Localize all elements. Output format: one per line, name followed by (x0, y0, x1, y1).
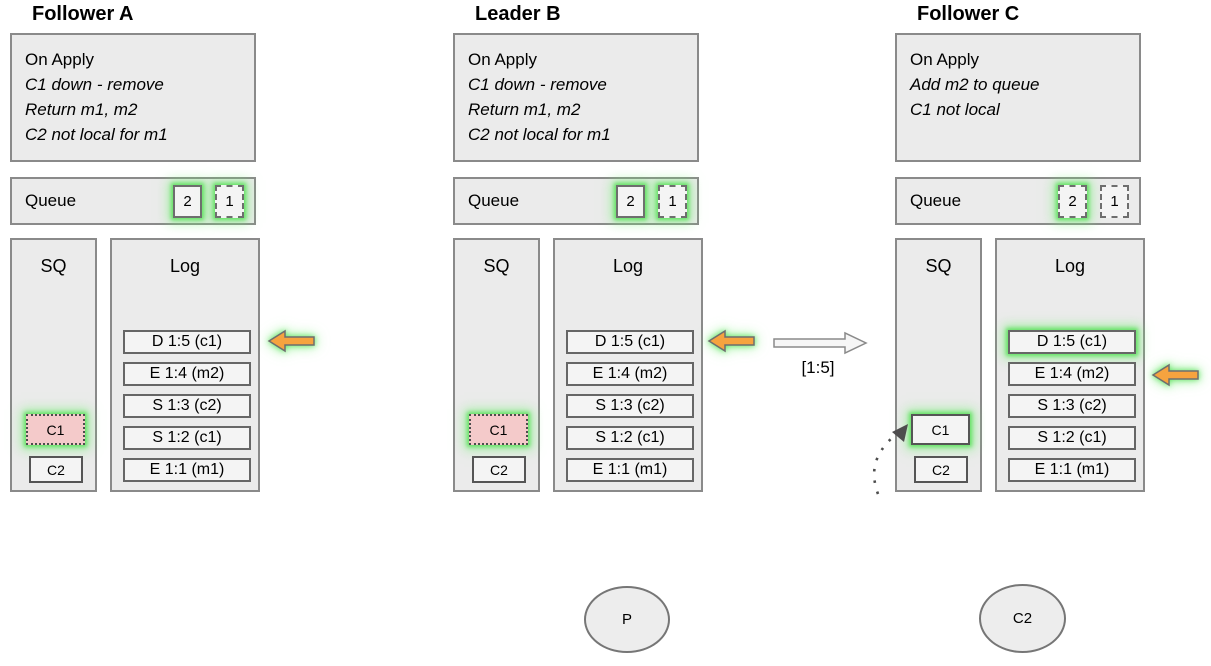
column-leader-b: Leader B On Apply C1 down - remove Retur… (453, 0, 703, 492)
apply-position-arrow-icon (267, 329, 315, 353)
queue-items: 2 1 (616, 184, 687, 218)
log-entry: E 1:4 (m2) (566, 362, 694, 386)
log-entry: S 1:3 (c2) (1008, 394, 1136, 418)
log-entry: S 1:2 (c1) (566, 426, 694, 450)
queue-item-2: 2 (616, 184, 645, 218)
queue-item-2: 2 (173, 184, 202, 218)
on-apply-line: C1 down - remove (25, 75, 164, 94)
log-label: Log (612, 256, 644, 276)
apply-position-arrow-icon (707, 329, 755, 353)
on-apply-line: C2 not local for m1 (25, 125, 168, 144)
log-label: Log (169, 256, 201, 276)
queue-item-1: 1 (658, 184, 687, 218)
log-box: Log D 1:5 (c1) E 1:4 (m2) S 1:3 (c2) S 1… (995, 238, 1145, 492)
on-apply-header: On Apply (910, 50, 979, 69)
log-entry: E 1:4 (m2) (1008, 362, 1136, 386)
log-entries: D 1:5 (c1) E 1:4 (m2) S 1:3 (c2) S 1:2 (… (566, 330, 694, 482)
queue-label: Queue (910, 191, 962, 210)
on-apply-line: C2 not local for m1 (468, 125, 611, 144)
log-entry: E 1:1 (m1) (566, 458, 694, 482)
sq-item-c2: C2 (914, 456, 968, 483)
on-apply-line: Return m1, m2 (468, 100, 581, 119)
sq-box: SQ C1 C2 (453, 238, 540, 492)
on-apply-box: On Apply Add m2 to queue C1 not local (895, 33, 1141, 162)
log-entry: D 1:5 (c1) (123, 330, 251, 354)
queue-item-1: 1 (1100, 184, 1129, 218)
sq-box: SQ C1 C2 (895, 238, 982, 492)
column-follower-c: Follower C On Apply Add m2 to queue C1 n… (895, 0, 1145, 492)
sq-label: SQ (925, 256, 952, 276)
on-apply-header: On Apply (25, 50, 94, 69)
sq-item-c2: C2 (472, 456, 526, 483)
queue-item-1: 1 (215, 184, 244, 218)
log-entry: E 1:4 (m2) (123, 362, 251, 386)
sq-item-c1: C1 (26, 414, 85, 445)
replication-arrow-icon (773, 331, 868, 355)
log-entry: S 1:3 (c2) (123, 394, 251, 418)
replication-range-label: [1:5] (801, 358, 835, 377)
sq-item-c1: C1 (469, 414, 528, 445)
process-ellipse-p: P (584, 586, 670, 653)
log-entry: D 1:5 (c1) (566, 330, 694, 354)
sq-item-c1: C1 (911, 414, 970, 445)
queue-box: Queue 2 1 (895, 177, 1141, 225)
column-title: Follower A (32, 3, 134, 25)
on-apply-line: Return m1, m2 (25, 100, 138, 119)
log-entry: E 1:1 (m1) (123, 458, 251, 482)
queue-items: 2 1 (1058, 184, 1129, 218)
queue-items: 2 1 (173, 184, 244, 218)
on-apply-line: Add m2 to queue (910, 75, 1040, 94)
on-apply-header: On Apply (468, 50, 537, 69)
queue-box: Queue 2 1 (10, 177, 256, 225)
log-entry: S 1:2 (c1) (1008, 426, 1136, 450)
queue-label: Queue (25, 191, 77, 210)
log-entry: E 1:1 (m1) (1008, 458, 1136, 482)
column-follower-a: Follower A On Apply C1 down - remove Ret… (10, 0, 260, 492)
on-apply-line: C1 down - remove (468, 75, 607, 94)
on-apply-box: On Apply C1 down - remove Return m1, m2 … (10, 33, 256, 162)
log-label: Log (1054, 256, 1086, 276)
log-entries: D 1:5 (c1) E 1:4 (m2) S 1:3 (c2) S 1:2 (… (123, 330, 251, 482)
log-entry: S 1:3 (c2) (566, 394, 694, 418)
sq-label: SQ (483, 256, 510, 276)
on-apply-line: C1 not local (910, 100, 1000, 119)
column-title: Follower C (917, 3, 1020, 25)
log-entry: S 1:2 (c1) (123, 426, 251, 450)
apply-position-arrow-icon (1151, 363, 1199, 387)
queue-label: Queue (468, 191, 520, 210)
queue-box: Queue 2 1 (453, 177, 699, 225)
column-title: Leader B (475, 3, 561, 25)
on-apply-box: On Apply C1 down - remove Return m1, m2 … (453, 33, 699, 162)
process-ellipse-c2: C2 (979, 584, 1066, 653)
sq-item-c2: C2 (29, 456, 83, 483)
log-box: Log D 1:5 (c1) E 1:4 (m2) S 1:3 (c2) S 1… (553, 238, 703, 492)
sq-label: SQ (40, 256, 67, 276)
sq-box: SQ C1 C2 (10, 238, 97, 492)
log-entries: D 1:5 (c1) E 1:4 (m2) S 1:3 (c2) S 1:2 (… (1008, 330, 1136, 482)
log-entry: D 1:5 (c1) (1008, 330, 1136, 354)
dotted-pointer-arrow-icon (872, 424, 908, 495)
queue-item-2: 2 (1058, 184, 1087, 218)
log-box: Log D 1:5 (c1) E 1:4 (m2) S 1:3 (c2) S 1… (110, 238, 260, 492)
